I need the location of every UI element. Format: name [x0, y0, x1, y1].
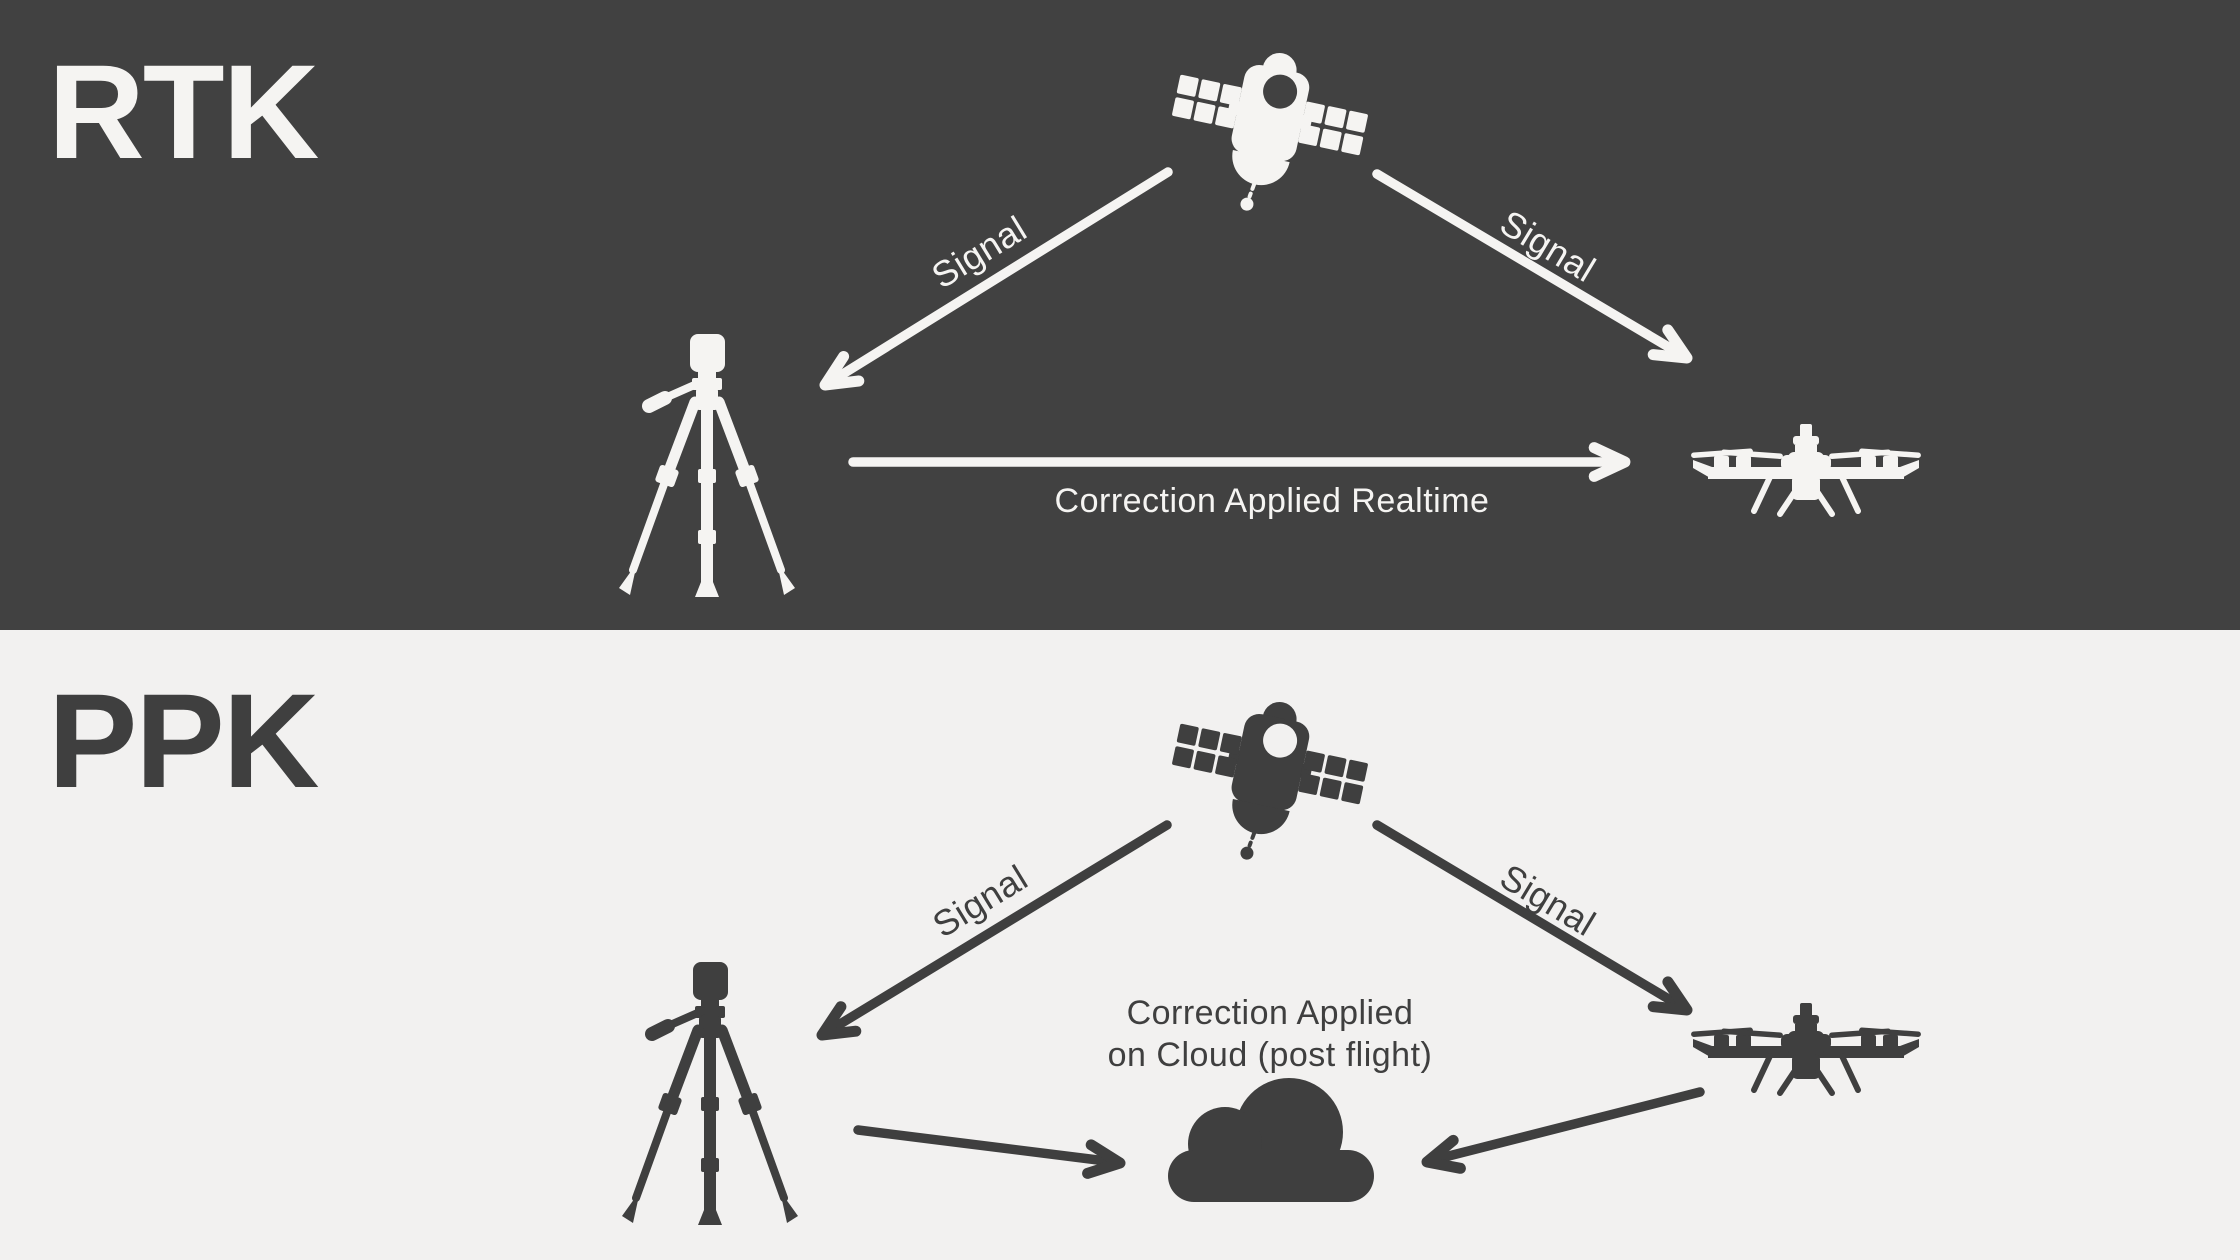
ppk-signal-arrow-left	[816, 820, 1172, 1041]
ppk-panel-background	[0, 630, 2240, 1260]
arrow-shaft	[822, 820, 1172, 1037]
rtk-correction-label: Correction Applied Realtime	[1055, 482, 1490, 520]
rtk-signal-arrow-right	[1372, 169, 1693, 364]
arrow-shaft	[1372, 169, 1687, 360]
arrow-shaft	[1428, 1087, 1705, 1165]
rtk-title: RTK	[48, 38, 319, 187]
ppk-correction-label-line1: Correction Applied	[1127, 994, 1414, 1032]
arrow-head	[1647, 976, 1693, 1016]
arrow-head	[1588, 442, 1631, 482]
arrow-head	[1082, 1139, 1126, 1179]
ppk-drone-to-cloud-arrow	[1421, 1087, 1705, 1174]
rtk-signal-arrow-left	[819, 167, 1173, 391]
ppk-correction-label-line2: on Cloud (post flight)	[1108, 1036, 1433, 1074]
rtk-correction-arrow	[848, 442, 1631, 482]
arrow-head	[819, 351, 865, 391]
ppk-title: PPK	[48, 667, 319, 816]
rtk-panel-background	[0, 0, 2240, 630]
arrow-head	[816, 1001, 862, 1041]
ppk-tripod-to-cloud-arrow	[853, 1125, 1126, 1179]
ppk-signal-arrow-right	[1372, 820, 1693, 1016]
arrow-shaft	[1372, 820, 1687, 1012]
arrow-head	[1421, 1134, 1466, 1174]
arrow-shaft	[825, 167, 1173, 387]
arrow-shaft	[853, 1125, 1119, 1167]
arrow-head	[1647, 324, 1693, 364]
